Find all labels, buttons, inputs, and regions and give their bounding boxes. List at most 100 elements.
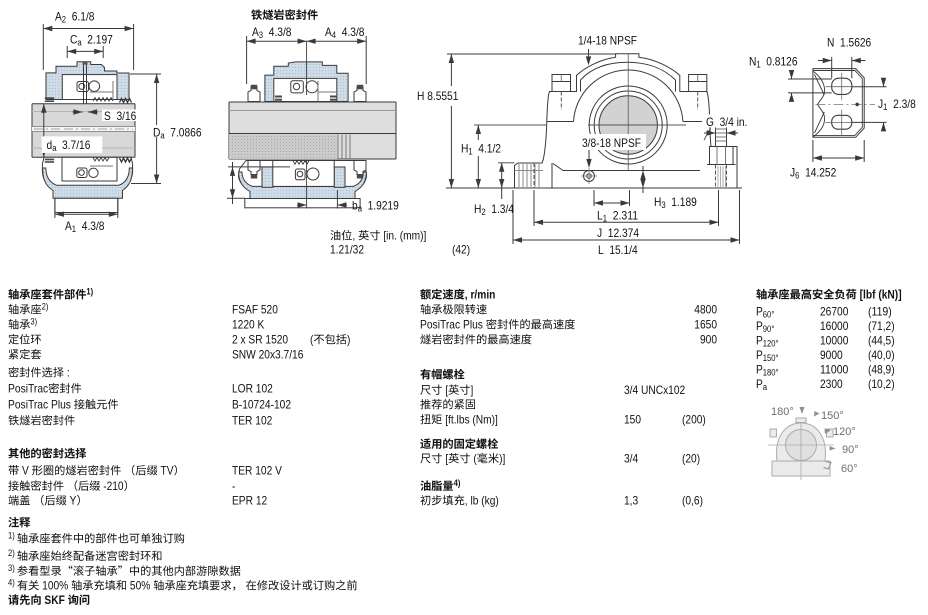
svg-text:(40,0): (40,0) — [868, 348, 895, 362]
svg-text:, lb (kg): , lb (kg) — [465, 493, 499, 507]
svg-text:3: 3 — [259, 30, 263, 40]
svg-text:P: P — [756, 319, 763, 333]
svg-text:,: , — [352, 228, 358, 242]
svg-text:2: 2 — [62, 15, 66, 25]
svg-text:120°: 120° — [763, 339, 779, 349]
svg-text:2: 2 — [481, 207, 485, 217]
svg-text:3/4: 3/4 — [624, 451, 638, 465]
svg-text:a: a — [358, 204, 362, 214]
svg-text:P: P — [756, 348, 763, 362]
svg-text:4): 4) — [8, 578, 17, 588]
svg-text:a: a — [77, 38, 81, 48]
svg-text:LOR 102: LOR 102 — [232, 381, 273, 395]
svg-text:D: D — [153, 125, 161, 139]
svg-text:EPR 12: EPR 12 — [232, 493, 267, 507]
svg-text:(10,2): (10,2) — [868, 377, 895, 391]
svg-text:1.9219: 1.9219 — [362, 198, 399, 212]
svg-text:-: - — [232, 479, 235, 493]
svg-text:TER 102: TER 102 — [232, 413, 273, 427]
svg-text:150°: 150° — [763, 353, 779, 363]
svg-text:1: 1 — [883, 102, 887, 112]
svg-text:120°: 120° — [833, 426, 856, 438]
svg-text:PosiTrac Plus: PosiTrac Plus — [420, 317, 486, 331]
svg-text:A: A — [252, 25, 259, 39]
svg-text:3/8-18 NPSF: 3/8-18 NPSF — [582, 136, 641, 150]
svg-text:J 12.374: J 12.374 — [597, 226, 639, 240]
svg-text:(119): (119) — [868, 304, 892, 318]
svg-text:P: P — [756, 362, 763, 376]
svg-text:C: C — [70, 32, 78, 46]
svg-text:(200): (200) — [682, 412, 706, 426]
svg-text:3): 3) — [8, 563, 17, 573]
svg-text:2.311: 2.311 — [607, 208, 638, 222]
svg-text:Y: Y — [67, 493, 77, 507]
svg-text:4800: 4800 — [694, 302, 717, 316]
svg-text:150: 150 — [624, 412, 641, 426]
svg-text:L 15.1/4: L 15.1/4 — [598, 243, 638, 257]
svg-text:1220 K: 1220 K — [232, 317, 264, 331]
svg-text:(: ( — [471, 451, 477, 465]
svg-text:)]: )] — [499, 451, 505, 465]
svg-text:(20): (20) — [682, 451, 700, 465]
svg-text:180°: 180° — [763, 368, 779, 378]
svg-text:SNW 20x3.7/16: SNW 20x3.7/16 — [232, 347, 304, 361]
svg-text:50%: 50% — [127, 578, 153, 592]
svg-text:0.8126: 0.8126 — [761, 54, 798, 68]
svg-text:2300: 2300 — [820, 377, 843, 391]
svg-text:a: a — [763, 382, 767, 392]
svg-text:V: V — [19, 463, 32, 477]
svg-text:1.3/4: 1.3/4 — [486, 202, 515, 216]
svg-text:b: b — [352, 198, 358, 212]
svg-text:PosiTrac Plus: PosiTrac Plus — [8, 397, 74, 411]
svg-text:H: H — [474, 202, 481, 216]
svg-text:P: P — [756, 377, 763, 391]
svg-text:4.1/2: 4.1/2 — [473, 141, 502, 155]
svg-text:60°: 60° — [841, 463, 858, 475]
svg-text:FSAF 520: FSAF 520 — [232, 302, 278, 316]
svg-text:S 3/16: S 3/16 — [104, 109, 137, 123]
svg-text:9000: 9000 — [820, 348, 843, 362]
svg-text:16000: 16000 — [820, 319, 849, 333]
svg-text:d: d — [47, 138, 53, 152]
svg-text:(0,6): (0,6) — [682, 493, 703, 507]
svg-text:90°: 90° — [763, 324, 775, 334]
svg-text:1): 1) — [86, 287, 93, 297]
svg-text:J: J — [790, 165, 795, 179]
svg-text:100%: 100% — [39, 578, 71, 592]
svg-text:3/4 UNCx102: 3/4 UNCx102 — [624, 383, 685, 397]
svg-text:H: H — [461, 141, 468, 155]
svg-text:1,3: 1,3 — [624, 493, 638, 507]
svg-text:10000: 10000 — [820, 333, 849, 347]
svg-text:1: 1 — [603, 214, 607, 224]
svg-text:TER 102 V: TER 102 V — [232, 463, 282, 477]
svg-text:1.189: 1.189 — [666, 195, 697, 209]
svg-text:3): 3) — [30, 317, 37, 327]
svg-text:H 8.5551: H 8.5551 — [417, 89, 459, 103]
svg-text:4.3/8: 4.3/8 — [76, 219, 105, 233]
svg-text:2.197: 2.197 — [82, 32, 113, 46]
svg-text:[: [ — [442, 451, 448, 465]
svg-text:2): 2) — [42, 302, 49, 312]
svg-text:11000: 11000 — [820, 362, 849, 376]
svg-text:2.3/8: 2.3/8 — [887, 97, 916, 111]
svg-text:H: H — [654, 195, 661, 209]
svg-text:]: ] — [471, 383, 474, 397]
svg-text:180°: 180° — [771, 406, 794, 418]
svg-text:6.1/8: 6.1/8 — [66, 9, 95, 23]
svg-text:, r/min: , r/min — [465, 287, 496, 301]
svg-text:1): 1) — [8, 531, 17, 541]
svg-text:1650: 1650 — [694, 317, 717, 331]
svg-text:PosiTrac: PosiTrac — [8, 381, 48, 395]
svg-text:a: a — [160, 131, 164, 141]
svg-text:(71,2): (71,2) — [868, 319, 895, 333]
svg-text:7.0866: 7.0866 — [165, 125, 202, 139]
svg-text:4: 4 — [332, 30, 336, 40]
svg-text:a: a — [52, 143, 56, 153]
svg-text:150°: 150° — [821, 410, 844, 422]
svg-text:B-10724-102: B-10724-102 — [232, 397, 291, 411]
svg-text:4): 4) — [454, 478, 461, 488]
svg-text:G 3/4 in.: G 3/4 in. — [706, 115, 747, 129]
svg-text:90°: 90° — [842, 444, 859, 456]
svg-text:SKF: SKF — [42, 593, 68, 607]
svg-text:N: N — [749, 54, 756, 68]
